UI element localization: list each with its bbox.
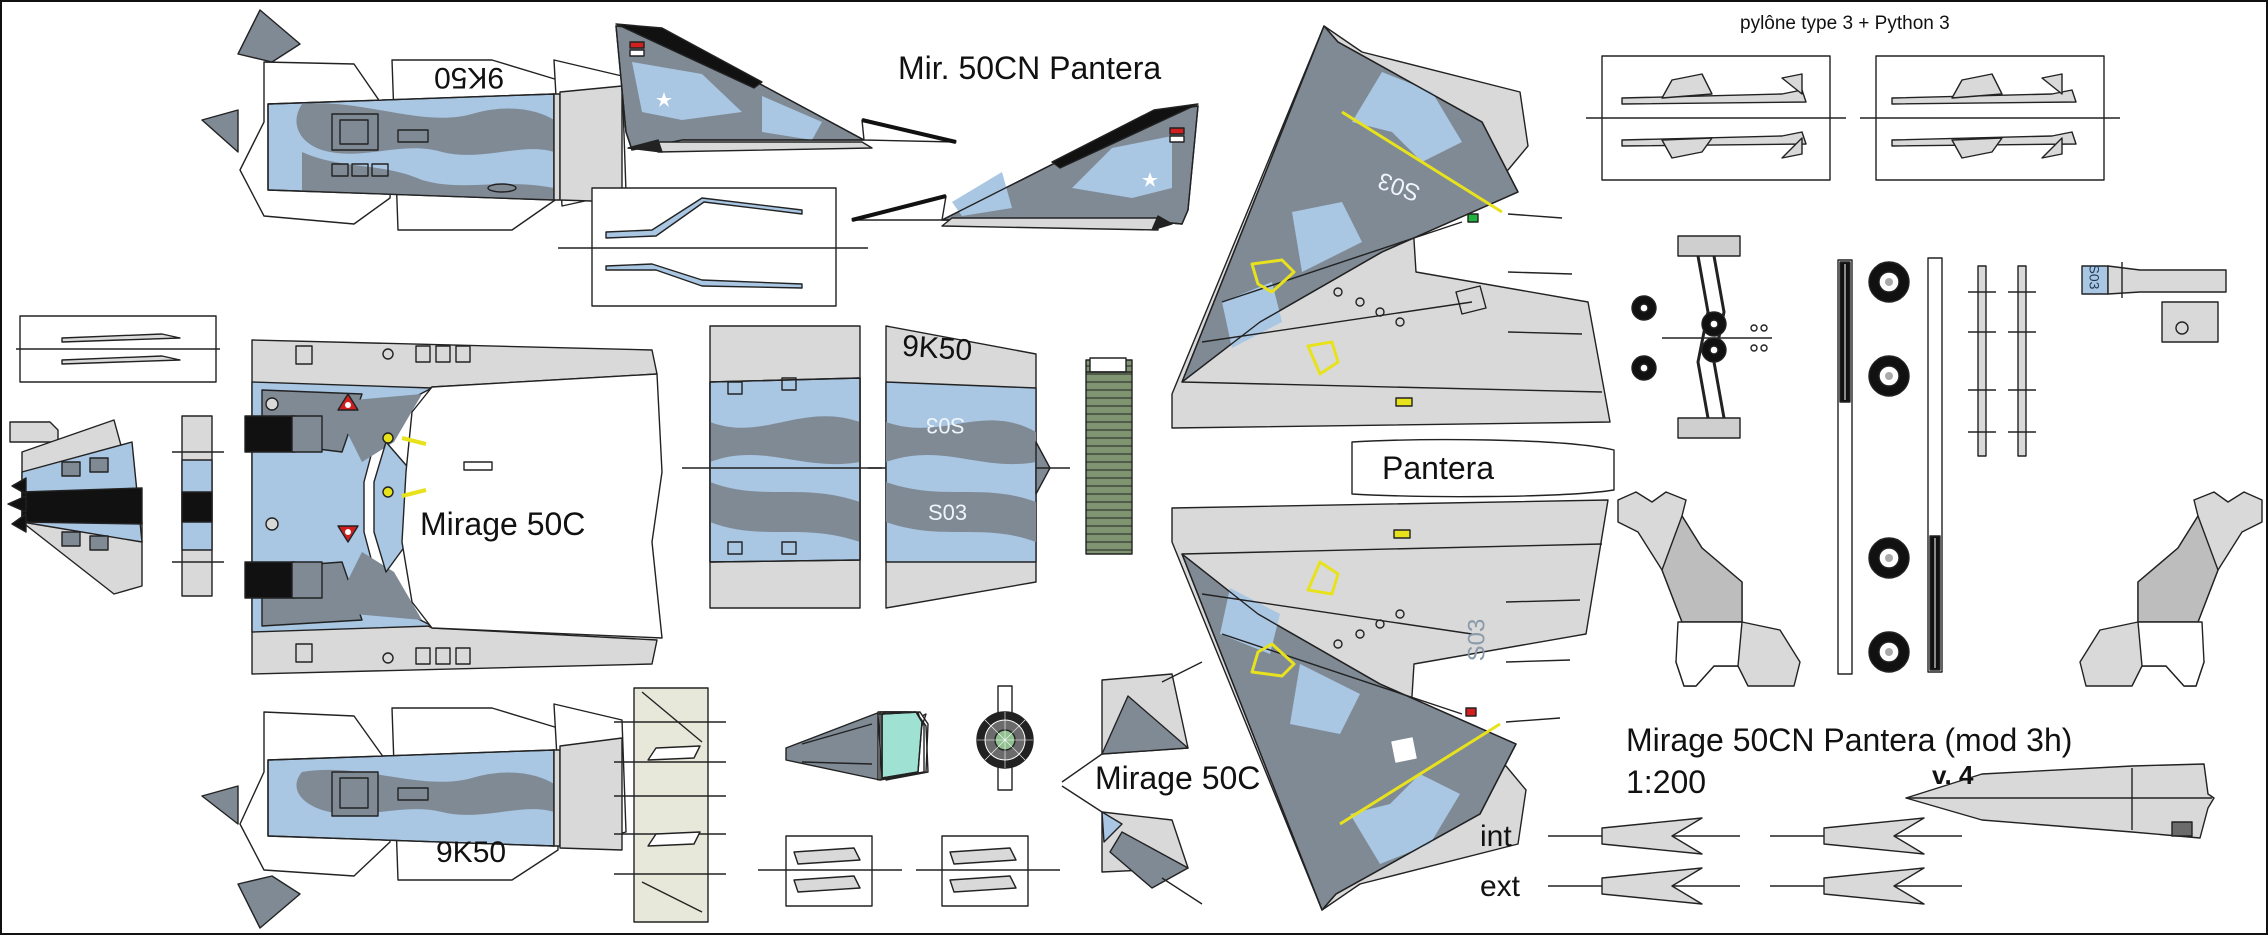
fin-part-top: [615, 23, 957, 153]
intake-int-label: int: [1480, 820, 1512, 853]
belly-part-2: [868, 325, 1070, 609]
sheet-version: v. 4: [1932, 760, 1974, 790]
wheel-icon: [1868, 537, 1910, 579]
landing-gear-parts: [1631, 235, 1772, 439]
intake-fairing-parts: [1548, 817, 1962, 905]
airbrake-parts: [758, 835, 1060, 907]
fin-part-bottom: [851, 103, 1199, 231]
pylon-rods: [1968, 265, 2036, 457]
seat-part-left: [1617, 491, 1801, 687]
rudder-mini-part: [558, 187, 868, 307]
nose-cone-fan: [7, 419, 143, 595]
intake-ext-label: ext: [1480, 870, 1521, 903]
turbine-face-part: [976, 685, 1034, 791]
missile-box-2: [1860, 55, 2120, 181]
wheel-icon: [1868, 355, 1910, 397]
intake-mini-part: [16, 315, 220, 383]
drop-tank-part: [1905, 763, 2215, 839]
serial-label-4: S03: [1463, 618, 1491, 662]
main-fuselage-part: [244, 339, 663, 675]
canopy-part: [785, 711, 929, 781]
seat-part-right: [2079, 491, 2263, 687]
wheel-icon: [1868, 631, 1910, 673]
belly-part: [682, 325, 882, 609]
missile-box-1: [1586, 55, 1846, 181]
bulkhead-strip: [614, 687, 726, 923]
sheet-title: Mirage 50CN Pantera (mod 3h): [1626, 722, 2073, 758]
canard-title: Mirage 50C: [1095, 760, 1261, 796]
code-bottom-left: 9K50: [436, 836, 507, 869]
wheel-icon: [1868, 261, 1910, 303]
serial-label-5: S03: [2086, 264, 2103, 290]
serial-label-2: S03: [928, 500, 968, 525]
tail-pipe-part: [1085, 357, 1133, 555]
upper-fuselage-part-top: [201, 9, 627, 231]
serial-label-1: S03: [926, 413, 966, 438]
wheel-strut-set: [1837, 257, 1943, 675]
wing-bottom-part: [1171, 499, 1609, 911]
fuselage-title: Mirage 50C: [420, 506, 586, 542]
upper-fuselage-part-bottom: [201, 703, 627, 929]
canard-parts: [1061, 661, 1203, 905]
code-center: 9K50: [900, 329, 974, 368]
wing-top-part: [1171, 25, 1611, 429]
code-top-left: 9K50: [434, 61, 505, 94]
wing-title: Pantera: [1382, 450, 1495, 486]
top-header: Mir. 50CN Pantera: [898, 50, 1162, 86]
sheet-scale: 1:200: [1626, 764, 1707, 800]
vertical-strip-part: [172, 415, 224, 597]
nose-probe-part: [2081, 262, 2227, 343]
pylon-note: pylône type 3 + Python 3: [1740, 13, 1950, 34]
